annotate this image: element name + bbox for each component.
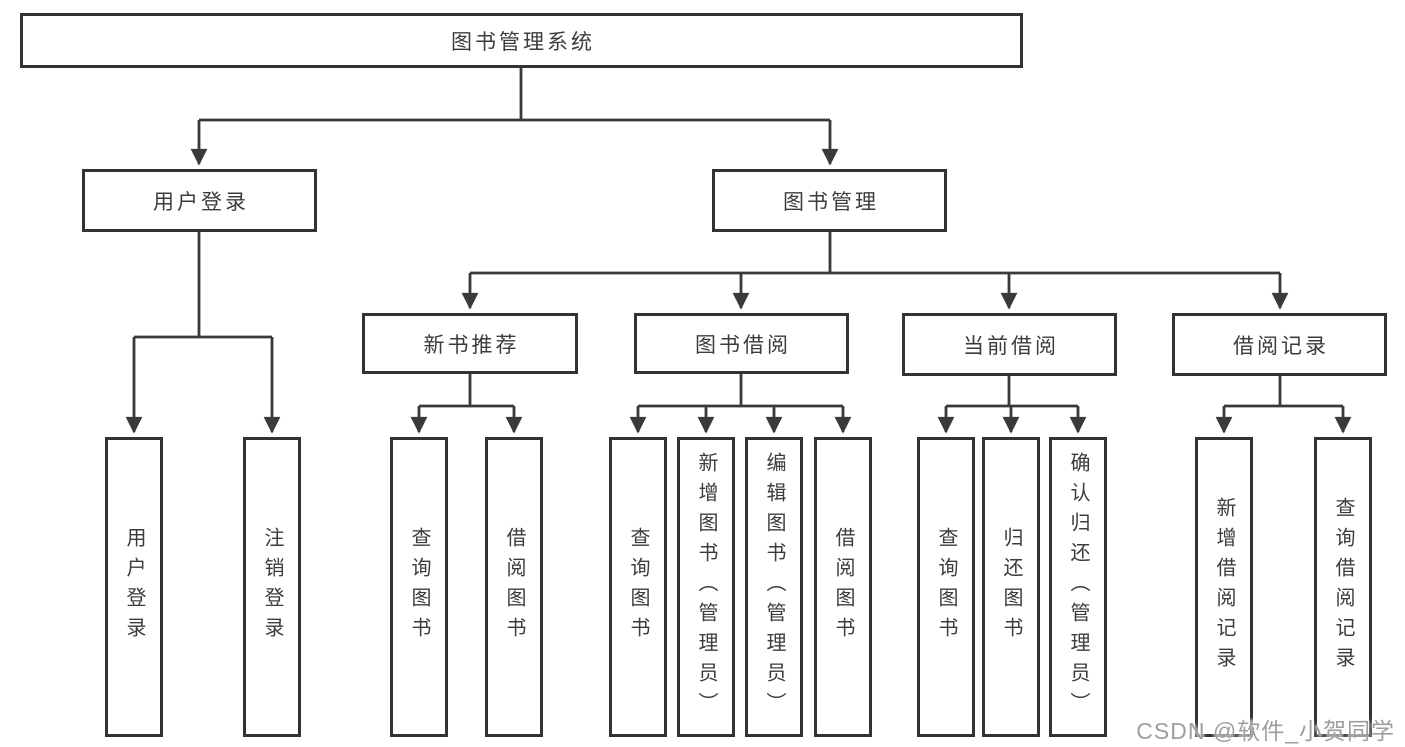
node-current-borrow-label: 当前借阅 [963,334,1059,358]
connector-root-to-level2 [190,68,839,166]
csdn-watermark: CSDN @软件_小贺同学 [1136,718,1395,744]
leaf-query-books-recommend: 查询图书 [390,437,448,737]
node-book-management: 图书管理 [712,169,947,232]
leaf-query-books-current: 查询图书 [917,437,975,737]
leaf-add-borrow-record-label: 新增借阅记录 [1213,497,1235,677]
connector-book-management-to-level3 [461,232,1289,310]
node-root: 图书管理系统 [20,13,1023,68]
node-borrow-records-label: 借阅记录 [1233,334,1329,358]
leaf-query-borrow-record-label: 查询借阅记录 [1332,497,1354,677]
leaf-confirm-return-admin-label: 确认归还（管理员） [1067,452,1089,722]
node-root-label: 图书管理系统 [451,30,595,54]
leaf-user-login: 用户登录 [105,437,163,737]
node-borrow-records: 借阅记录 [1172,313,1387,376]
leaf-query-books-current-label: 查询图书 [935,527,957,647]
leaf-edit-books-admin: 编辑图书（管理员） [745,437,803,737]
leaf-query-books-recommend-label: 查询图书 [408,527,430,647]
connector-book-borrow-to-leaves [629,374,852,434]
connector-user-login-to-leaves [125,232,281,434]
leaf-add-books-admin-label: 新增图书（管理员） [695,452,717,722]
leaf-borrow-books-borrow-label: 借阅图书 [832,527,854,647]
leaf-query-books-borrow-label: 查询图书 [627,527,649,647]
node-book-management-label: 图书管理 [783,190,879,214]
node-book-borrow: 图书借阅 [634,313,849,374]
connector-borrow-records-to-leaves [1215,374,1352,434]
leaf-borrow-books-recommend-label: 借阅图书 [503,527,525,647]
node-new-book-recommend: 新书推荐 [362,313,578,374]
leaf-user-login-label: 用户登录 [123,527,145,647]
leaf-return-books: 归还图书 [982,437,1040,737]
leaf-edit-books-admin-label: 编辑图书（管理员） [763,452,785,722]
node-user-login: 用户登录 [82,169,317,232]
node-new-book-recommend-label: 新书推荐 [423,333,520,357]
node-current-borrow: 当前借阅 [902,313,1117,376]
leaf-query-books-borrow: 查询图书 [609,437,667,737]
leaf-add-borrow-record: 新增借阅记录 [1195,437,1253,737]
leaf-borrow-books-borrow: 借阅图书 [814,437,872,737]
leaf-query-borrow-record: 查询借阅记录 [1314,437,1372,737]
leaf-logout: 注销登录 [243,437,301,737]
node-user-login-label: 用户登录 [153,190,249,214]
node-book-borrow-label: 图书借阅 [695,333,791,357]
leaf-borrow-books-recommend: 借阅图书 [485,437,543,737]
leaf-add-books-admin: 新增图书（管理员） [677,437,735,737]
leaf-return-books-label: 归还图书 [1000,527,1022,647]
connector-new-book-to-leaves [410,374,523,434]
connector-current-borrow-to-leaves [937,374,1087,434]
leaf-logout-label: 注销登录 [261,527,283,647]
leaf-confirm-return-admin: 确认归还（管理员） [1049,437,1107,737]
